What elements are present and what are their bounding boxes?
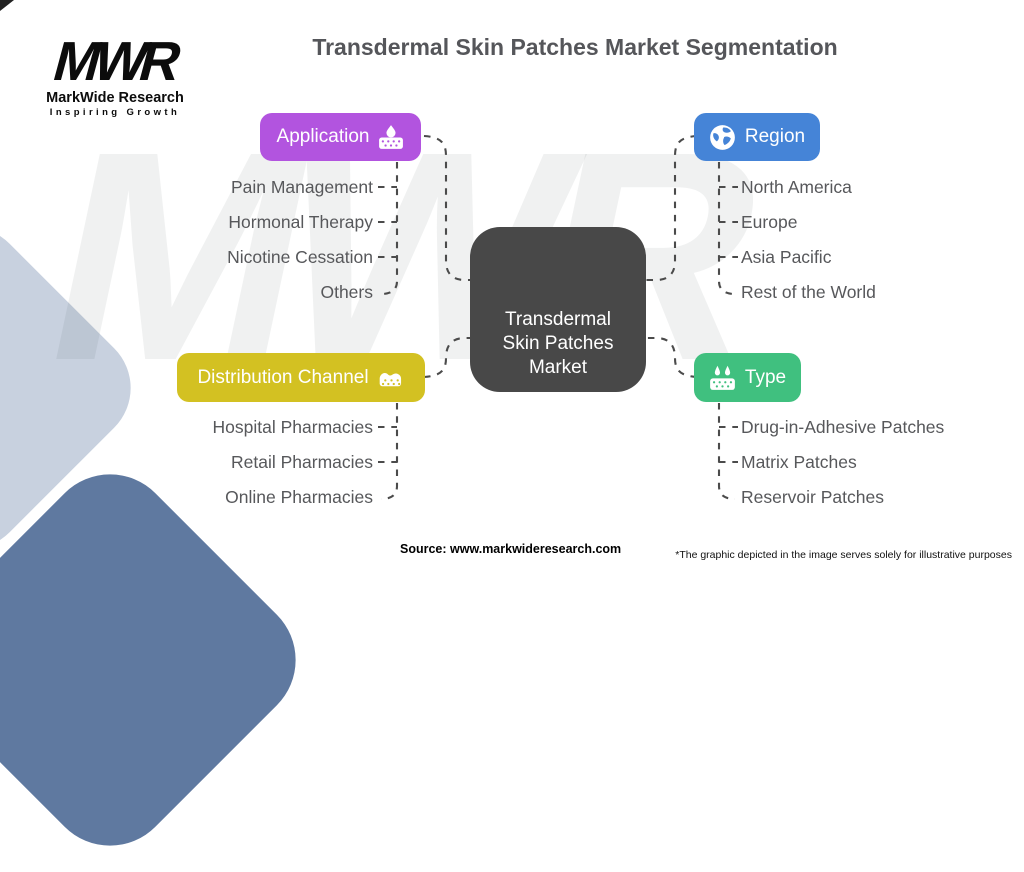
list-item: Europe bbox=[741, 212, 798, 232]
branch-region: Region bbox=[694, 113, 820, 161]
application-items: Pain Management Hormonal Therapy Nicotin… bbox=[227, 175, 373, 315]
branch-region-label: Region bbox=[744, 126, 806, 147]
list-item: Pain Management bbox=[230, 177, 373, 197]
branch-type-label: Type bbox=[744, 366, 787, 388]
region-items: North America Europe Asia Pacific Rest o… bbox=[741, 175, 876, 315]
list-item: Online Pharmacies bbox=[225, 487, 373, 507]
list-item: Hormonal Therapy bbox=[228, 212, 373, 232]
patch-drops-icon bbox=[710, 365, 735, 390]
list-item: Others bbox=[320, 282, 373, 302]
list-item: Reservoir Patches bbox=[741, 487, 884, 507]
branch-type: Type bbox=[694, 353, 801, 402]
list-item: Matrix Patches bbox=[741, 452, 857, 472]
disclaimer-text: *The graphic depicted in the image serve… bbox=[675, 549, 1012, 561]
distribution-items: Hospital Pharmacies Retail Pharmacies On… bbox=[213, 415, 373, 520]
center-node-label: Transdermal Skin Patches Market bbox=[502, 309, 614, 378]
branch-distribution-channel: Distribution Channel bbox=[177, 353, 425, 402]
patch-box-icon bbox=[379, 372, 401, 387]
branch-application: Application bbox=[260, 113, 421, 161]
source-text: Source: www.markwideresearch.com bbox=[400, 542, 622, 556]
globe-icon bbox=[710, 124, 735, 150]
markwide-logo: MWR MarkWide Research Inspiring Growth bbox=[40, 30, 190, 118]
list-item: Asia Pacific bbox=[741, 247, 832, 267]
list-item: Retail Pharmacies bbox=[231, 452, 373, 472]
list-item: Drug-in-Adhesive Patches bbox=[741, 417, 945, 437]
decor-corner-notch bbox=[0, 0, 14, 11]
connector-type-spine bbox=[717, 403, 736, 501]
patch-droplet-icon bbox=[379, 125, 404, 149]
list-item: Nicotine Cessation bbox=[227, 247, 373, 267]
type-items: Drug-in-Adhesive Patches Matrix Patches … bbox=[741, 415, 944, 520]
branch-application-label: Application bbox=[276, 126, 370, 147]
logo-tagline: Inspiring Growth bbox=[49, 107, 181, 118]
logo-acronym: MWR bbox=[47, 30, 184, 92]
connector-type-ticks bbox=[719, 425, 738, 464]
page-title: Transdermal Skin Patches Market Segmenta… bbox=[312, 34, 838, 60]
branch-distribution-label: Distribution Channel bbox=[197, 366, 369, 388]
center-node: Transdermal Skin Patches Market bbox=[470, 227, 646, 392]
list-item: North America bbox=[741, 177, 852, 197]
list-item: Hospital Pharmacies bbox=[212, 417, 373, 437]
connector-distribution-ticks bbox=[378, 425, 397, 464]
logo-name: MarkWide Research bbox=[46, 90, 184, 106]
list-item: Rest of the World bbox=[741, 282, 876, 302]
